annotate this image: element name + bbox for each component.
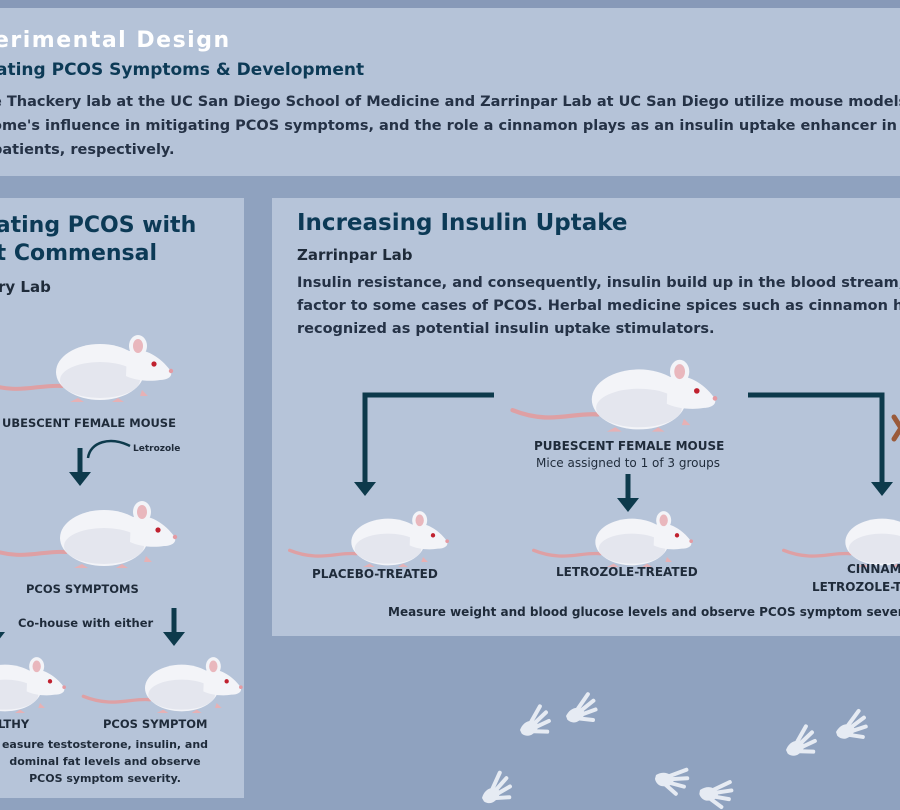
pubescent-mouse-illustration — [0, 333, 176, 404]
footprint-decoration — [473, 691, 872, 810]
paragraph-line: recognized as potential insulin uptake s… — [297, 321, 715, 337]
letrozole-label: Letrozole — [133, 444, 181, 454]
placebo-label: PLACEBO-TREATED — [312, 567, 438, 581]
right-panel-lab: Zarrinpar Lab — [297, 246, 413, 264]
letrozole-mouse-illustration — [532, 509, 695, 569]
group-branch-arrows — [354, 392, 893, 496]
paragraph-line: factor to some cases of PCOS. Herbal med… — [297, 298, 900, 314]
pcos-symptom-label: PCOS SYMPTOM — [103, 717, 208, 731]
pubescent-mouse-illustration — [520, 348, 730, 438]
left-panel-lab: ry Lab — [0, 278, 51, 296]
intro-line: patients, respectively. — [0, 142, 175, 158]
gut-commensal-panel: pating PCOS with ut Commensal ry Lab UBE… — [0, 198, 244, 798]
letrozole-treated-label: LETROZOLE-TREATED — [556, 565, 698, 579]
top-strip — [0, 0, 900, 8]
cohouse-label: Co-house with either — [18, 616, 154, 630]
pubescent-mouse-label: UBESCENT FEMALE MOUSE — [2, 416, 176, 430]
page-subtitle: ating PCOS Symptoms & Development — [0, 60, 365, 80]
paragraph-line: Insulin resistance, and consequently, in… — [297, 275, 900, 291]
pcos-symptoms-label: PCOS SYMPTOMS — [26, 582, 139, 596]
cinnamon-label-line1: CINNAMO — [847, 562, 900, 576]
arrow-down-icon — [69, 448, 91, 486]
experimental-design-panel: erimental Design ating PCOS Symptoms & D… — [0, 8, 900, 176]
placebo-mouse-illustration — [287, 509, 451, 569]
right-panel-title: Increasing Insulin Uptake — [297, 210, 628, 236]
healthy-label: LTHY — [0, 717, 30, 731]
left-measure-note: easure testosterone, insulin, and domina… — [0, 736, 230, 787]
page-title: erimental Design — [0, 28, 231, 53]
note-line: dominal fat levels and observe — [9, 755, 201, 768]
letrozole-curve-arrow — [86, 439, 131, 459]
insulin-uptake-panel: Increasing Insulin Uptake Zarrinpar Lab … — [272, 198, 900, 636]
note-line: PCOS symptom severity. — [29, 772, 181, 785]
pubescent-mouse-label: PUBESCENT FEMALE MOUSE — [534, 439, 725, 453]
cinnamon-stick-icon — [891, 414, 900, 442]
right-panel-paragraph: Insulin resistance, and consequently, in… — [297, 272, 900, 341]
left-title-line: pating PCOS with — [0, 213, 197, 238]
right-measure-note: Measure weight and blood glucose levels … — [388, 605, 900, 619]
pcos-mouse-illustration — [0, 499, 180, 570]
intro-line: ome's influence in mitigating PCOS sympt… — [0, 118, 900, 134]
group-assignment-label: Mice assigned to 1 of 3 groups — [536, 456, 720, 470]
intro-line: e Thackery lab at the UC San Diego Schoo… — [0, 94, 900, 110]
left-title-line: ut Commensal — [0, 241, 158, 266]
intro-paragraph: e Thackery lab at the UC San Diego Schoo… — [0, 90, 900, 162]
left-panel-title: pating PCOS with ut Commensal — [0, 212, 196, 268]
note-line: easure testosterone, insulin, and — [1, 738, 209, 751]
cinnamon-label-line2: LETROZOLE-T — [812, 580, 900, 594]
